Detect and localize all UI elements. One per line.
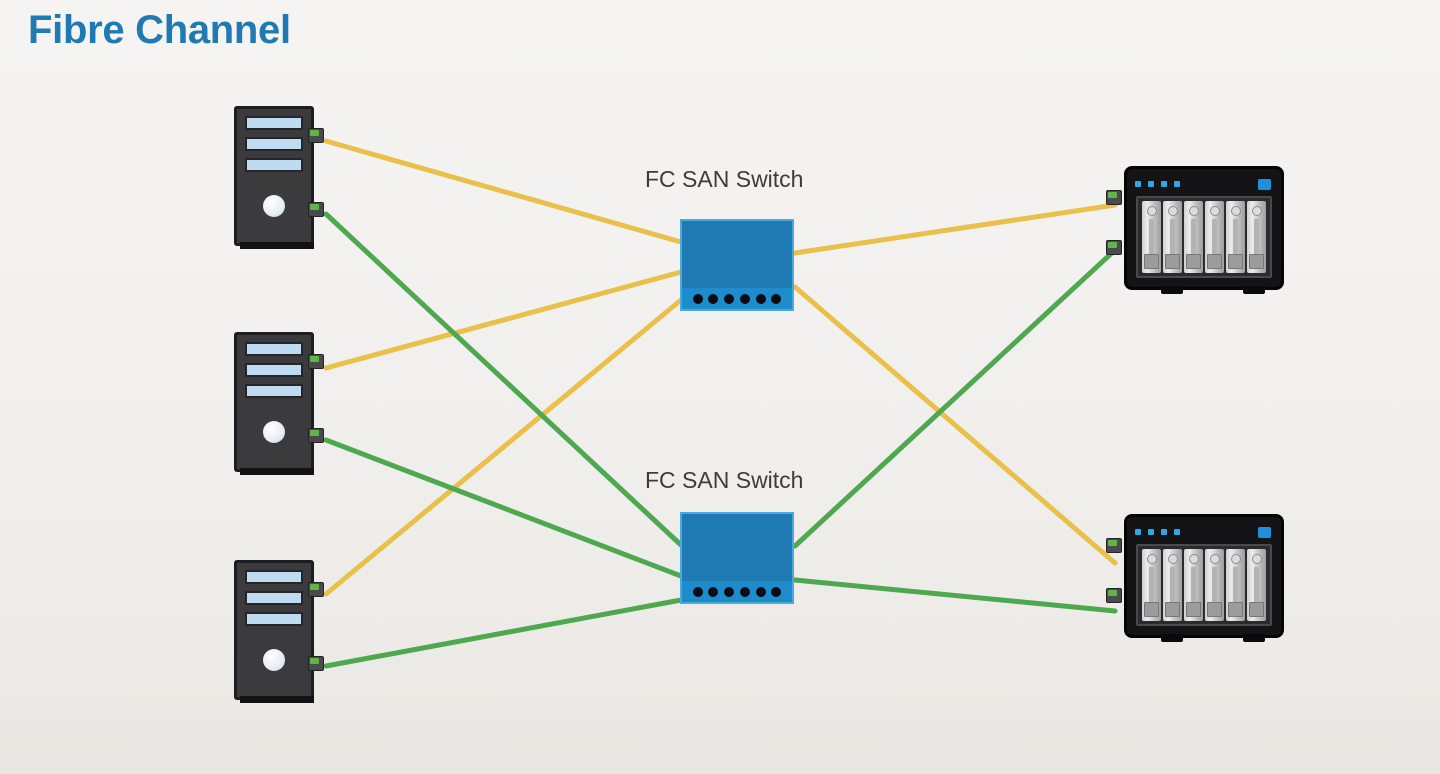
- storage-drive: [1247, 201, 1266, 273]
- switch-port-bar: [682, 581, 792, 602]
- status-led-icon: [1135, 181, 1141, 187]
- storage-array-bottom[interactable]: [1106, 514, 1284, 647]
- power-button-icon: [263, 421, 285, 443]
- storage-chassis: [1124, 166, 1284, 294]
- hba-port-upper: [308, 354, 324, 369]
- cable-server3-switchtop: [323, 297, 684, 597]
- server-drive-bay: [245, 158, 303, 172]
- fc-san-switch-bottom[interactable]: [680, 512, 798, 608]
- server-drive-bay: [245, 591, 303, 605]
- storage-drive: [1163, 549, 1182, 621]
- switch-bottom-label: FC SAN Switch: [645, 467, 804, 493]
- storage-drive-bays: [1136, 544, 1272, 626]
- storage-drive: [1205, 549, 1224, 621]
- fabric-b-cables: [323, 211, 1118, 669]
- power-led-icon: [1258, 178, 1271, 190]
- storage-status-bar: [1135, 175, 1273, 193]
- status-led-icon: [1135, 529, 1141, 535]
- switch-port: [755, 293, 766, 304]
- storage-foot: [1243, 634, 1265, 642]
- server-chassis: [234, 106, 314, 249]
- page-title: Fibre Channel: [28, 8, 291, 52]
- storage-port-upper: [1106, 190, 1122, 205]
- storage-array-top[interactable]: [1106, 166, 1284, 299]
- hba-port-upper: [308, 128, 324, 143]
- storage-drive: [1142, 201, 1161, 273]
- server-base: [240, 696, 314, 703]
- server-drive-bay: [245, 570, 303, 584]
- storage-port-lower: [1106, 588, 1122, 603]
- server-drive-bay: [245, 363, 303, 377]
- hba-port-upper: [308, 582, 324, 597]
- power-button-icon: [263, 195, 285, 217]
- storage-drive: [1247, 549, 1266, 621]
- fabric-a-cables: [323, 138, 1118, 597]
- storage-drive: [1205, 201, 1224, 273]
- storage-drive: [1142, 549, 1161, 621]
- power-led-icon: [1258, 526, 1271, 538]
- switch-chassis: [680, 219, 794, 311]
- cable-switchbottom-storagebottom: [792, 577, 1118, 614]
- storage-drive: [1226, 201, 1245, 273]
- server-drive-bay: [245, 384, 303, 398]
- status-led-icon: [1148, 181, 1154, 187]
- server-drive-bay: [245, 116, 303, 130]
- storage-status-bar: [1135, 523, 1273, 541]
- switch-port: [692, 293, 703, 304]
- storage-foot: [1161, 286, 1183, 294]
- server-drive-bay: [245, 342, 303, 356]
- hba-port-lower: [308, 428, 324, 443]
- storage-port-lower: [1106, 240, 1122, 255]
- storage-drive: [1226, 549, 1245, 621]
- hba-port-lower: [308, 202, 324, 217]
- status-led-icon: [1161, 181, 1167, 187]
- server-drive-bay: [245, 612, 303, 626]
- switch-port: [708, 293, 719, 304]
- storage-drive: [1184, 201, 1203, 273]
- cable-server2-switchbottom: [323, 437, 684, 579]
- hba-port-lower: [308, 656, 324, 671]
- storage-drive-bays: [1136, 196, 1272, 278]
- switch-port: [739, 586, 750, 597]
- switch-port: [771, 586, 782, 597]
- status-led-icon: [1174, 181, 1180, 187]
- status-led-icon: [1161, 529, 1167, 535]
- storage-chassis: [1124, 514, 1284, 642]
- storage-drive: [1163, 201, 1182, 273]
- fc-san-switch-top[interactable]: [680, 219, 798, 315]
- server-2[interactable]: [234, 332, 324, 480]
- server-base: [240, 242, 314, 249]
- cable-server1-switchbottom: [323, 211, 684, 548]
- storage-foot: [1161, 634, 1183, 642]
- server-3[interactable]: [234, 560, 324, 708]
- cable-switchtop-storagebottom: [792, 284, 1118, 566]
- server-base: [240, 468, 314, 475]
- server-chassis: [234, 332, 314, 475]
- switch-port-bar: [682, 288, 792, 309]
- cable-switchbottom-storagetop: [792, 247, 1118, 549]
- server-chassis: [234, 560, 314, 703]
- switch-top-label: FC SAN Switch: [645, 166, 804, 192]
- server-1[interactable]: [234, 106, 324, 254]
- cable-server3-switchbottom: [323, 597, 684, 669]
- status-led-icon: [1174, 529, 1180, 535]
- status-led-icon: [1148, 529, 1154, 535]
- switch-port: [724, 293, 735, 304]
- switch-port: [724, 586, 735, 597]
- cable-server1-switchtop: [323, 138, 684, 245]
- storage-drive: [1184, 549, 1203, 621]
- switch-port: [771, 293, 782, 304]
- switch-port: [708, 586, 719, 597]
- cable-server2-switchtop: [323, 269, 684, 371]
- cable-switchtop-storagetop: [792, 202, 1118, 256]
- switch-port: [692, 586, 703, 597]
- switch-port: [755, 586, 766, 597]
- switch-port: [739, 293, 750, 304]
- power-button-icon: [263, 649, 285, 671]
- storage-port-upper: [1106, 538, 1122, 553]
- server-drive-bay: [245, 137, 303, 151]
- storage-foot: [1243, 286, 1265, 294]
- switch-chassis: [680, 512, 794, 604]
